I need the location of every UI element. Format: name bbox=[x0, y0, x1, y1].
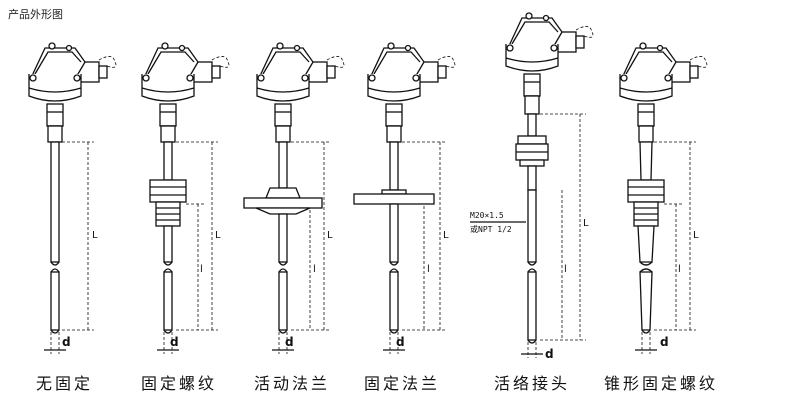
caption-no-fixing: 无固定 bbox=[36, 374, 94, 393]
thread-spec: M20×1.5 bbox=[470, 211, 504, 220]
dim-label-L: L bbox=[693, 230, 699, 241]
drawing-fixed-thread: L l d bbox=[141, 42, 230, 354]
dim-label-d: d bbox=[660, 335, 669, 349]
caption-fixed-thread: 固定螺纹 bbox=[141, 374, 218, 393]
drawing-union-joint: M20×1.5 或NPT 1/2 L l d bbox=[470, 12, 594, 361]
thread-spec-alt: 或NPT 1/2 bbox=[470, 224, 512, 234]
caption-tapered-thread: 锥形固定螺纹 bbox=[604, 374, 719, 393]
dim-label-l: l bbox=[564, 264, 567, 275]
dim-label-L: L bbox=[443, 230, 449, 241]
caption-fixed-flange: 固定法兰 bbox=[364, 374, 441, 393]
caption-movable-flange: 活动法兰 bbox=[254, 374, 331, 393]
dim-label-L: L bbox=[583, 218, 589, 229]
dim-label-d: d bbox=[170, 335, 179, 349]
dim-label-l: l bbox=[427, 264, 430, 275]
drawing-tapered-thread: L l d bbox=[619, 42, 708, 354]
drawing-fixed-flange: L l d bbox=[353, 42, 456, 354]
dim-label-L: L bbox=[327, 230, 333, 241]
dim-label-l: l bbox=[200, 264, 203, 275]
dim-label-d: d bbox=[285, 335, 294, 349]
dim-label-l: l bbox=[313, 264, 316, 275]
dim-label-d: d bbox=[545, 347, 554, 361]
drawing-no-fixing: L d bbox=[28, 42, 117, 354]
drawing-movable-flange: L l d bbox=[243, 42, 345, 354]
dim-label-L: L bbox=[92, 230, 98, 241]
dim-label-d: d bbox=[62, 335, 71, 349]
dim-label-L: L bbox=[215, 230, 221, 241]
page-title: 产品外形图 bbox=[8, 8, 63, 21]
dim-label-l: l bbox=[678, 264, 681, 275]
dim-label-d: d bbox=[396, 335, 405, 349]
caption-union-joint: 活络接头 bbox=[494, 374, 571, 393]
